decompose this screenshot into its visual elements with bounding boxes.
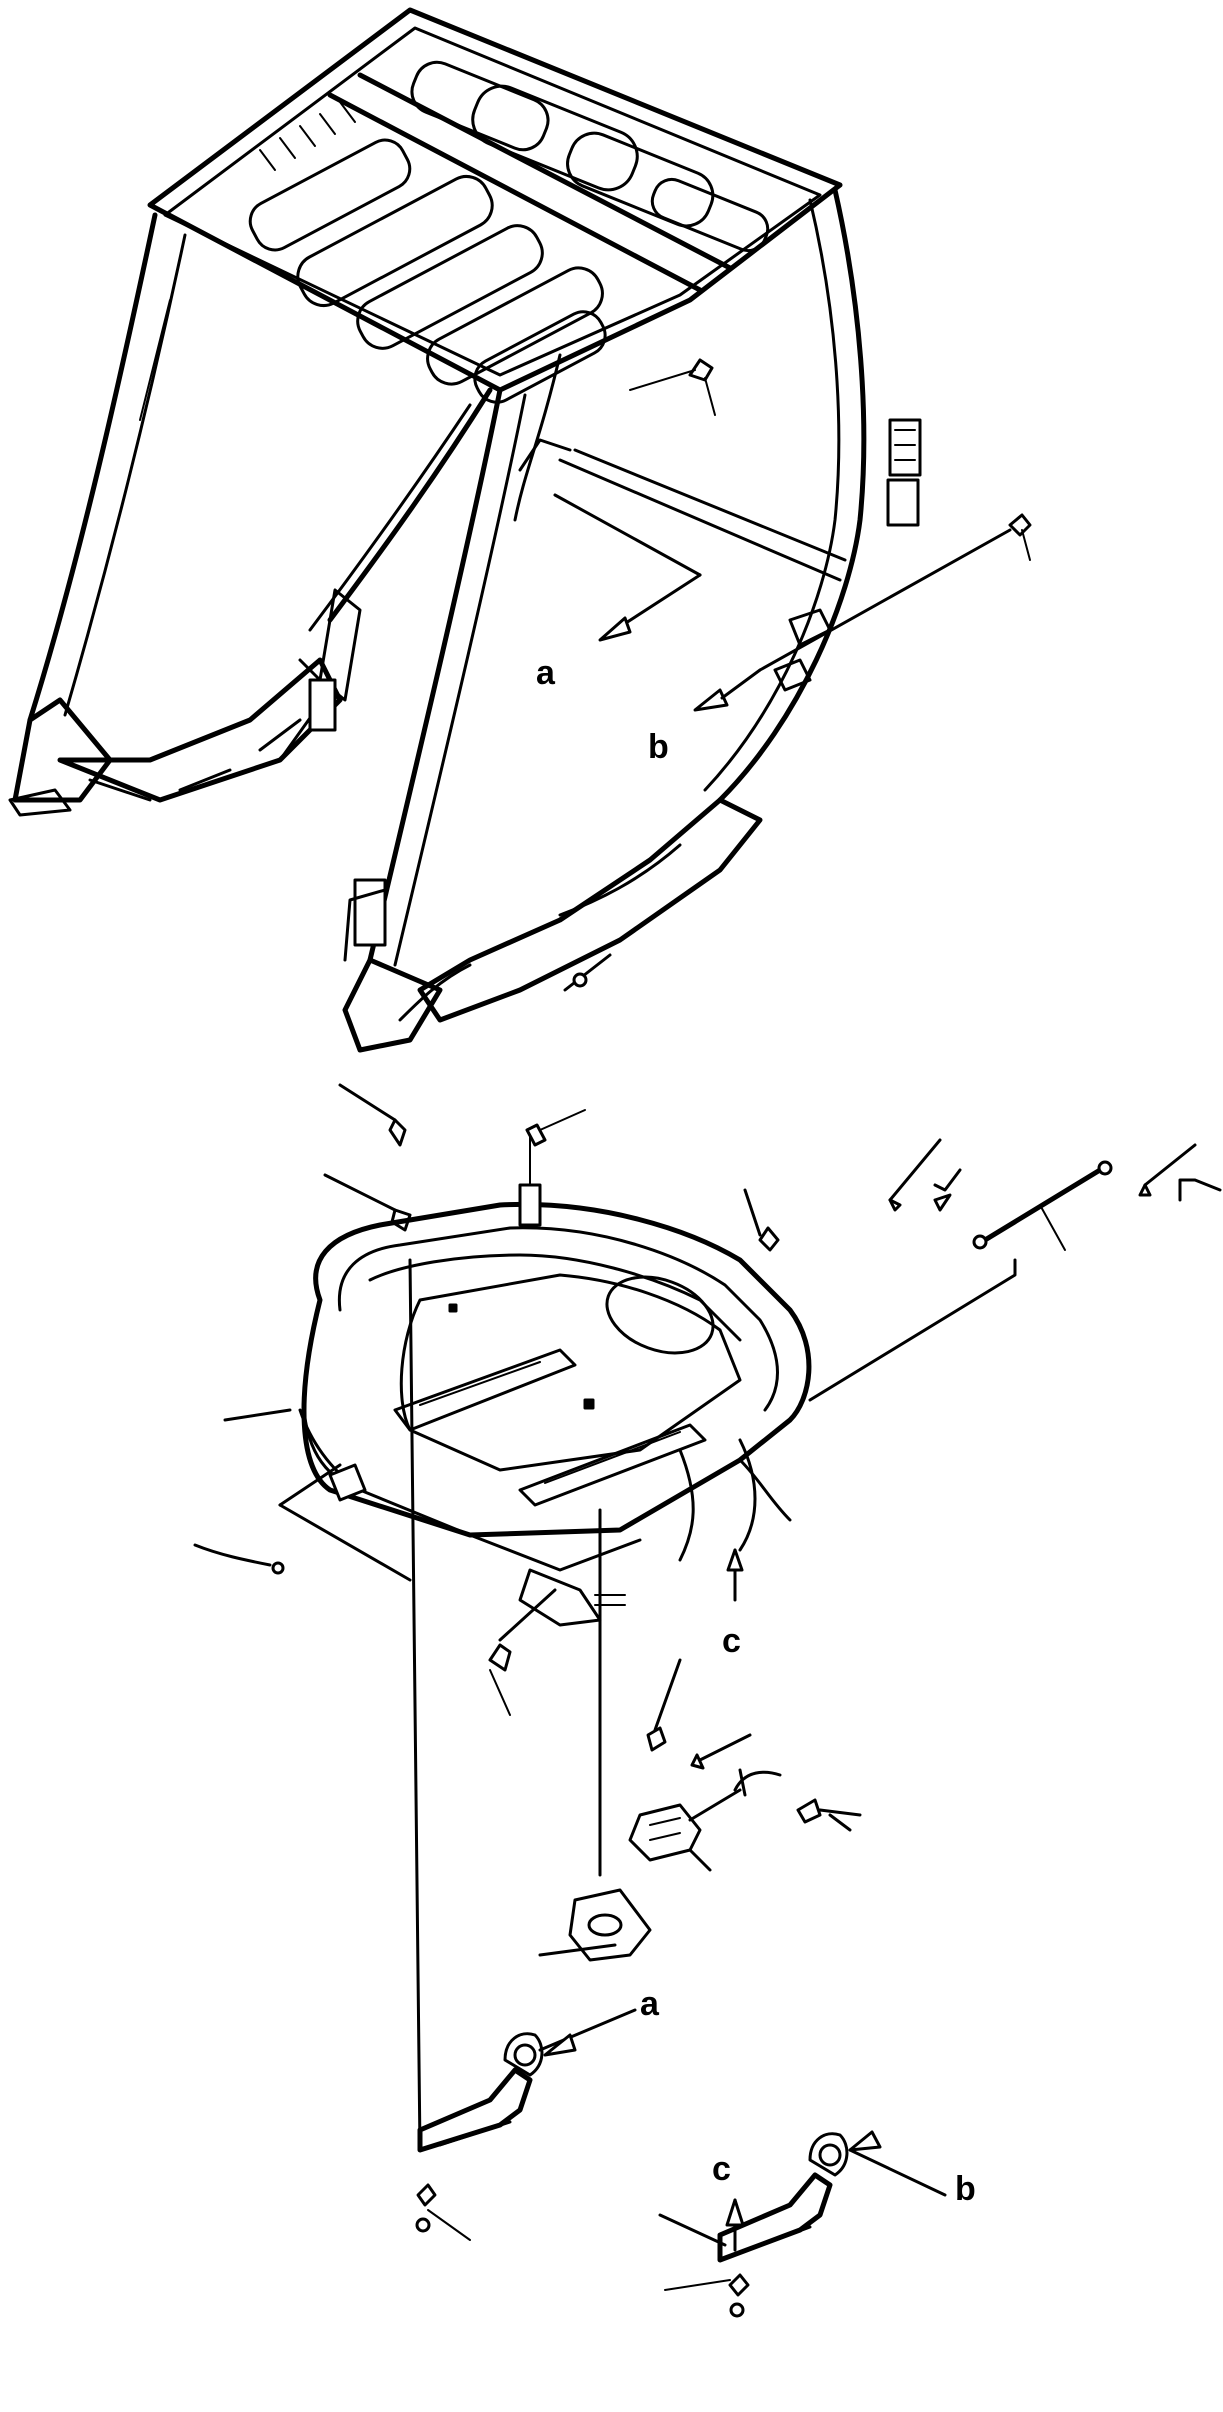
fasteners [193,1083,1222,2152]
seat-pan [298,1134,812,1627]
cab-frame [8,7,922,1053]
seat-slide-rails: a b c [415,1985,976,2318]
callout-a-upper: a [536,654,556,692]
callout-c-lower: c [712,2150,731,2188]
callout-b-lower: b [955,2170,976,2208]
callout-b-upper: b [648,728,669,766]
callout-a-lower: a [640,1985,660,2023]
callout-c-upper: c [722,1622,741,1660]
upper-callouts: a b [536,358,1032,766]
